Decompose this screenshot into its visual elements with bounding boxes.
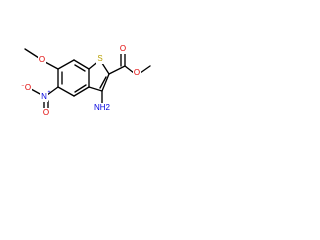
amino-group-label: NH2	[94, 103, 111, 112]
nitro-nitrogen-label: N	[41, 92, 47, 101]
bond	[73, 86, 90, 97]
label-bg	[24, 83, 32, 93]
bond-double	[74, 84, 87, 93]
nitro-oxygen-bottom-label: O	[43, 108, 49, 117]
nitro-oxygen-left-label: O	[25, 83, 31, 92]
bond	[44, 61, 59, 70]
ester-carbonyl-oxygen-label: O	[120, 44, 126, 53]
methoxy-group	[24, 48, 59, 70]
bond-double	[99, 76, 107, 89]
bond	[108, 65, 126, 75]
benzene-ring	[57, 59, 90, 97]
bond	[101, 73, 110, 92]
label-bg	[38, 55, 46, 65]
label-bg	[133, 68, 141, 78]
bond	[124, 65, 135, 74]
nitro-oxygen-left-charge: −	[22, 83, 25, 89]
molecule-structure: S O N + O − O NH2 O O	[22, 44, 151, 118]
bond	[73, 59, 90, 70]
structure-canvas: S O N + O − O NH2 O O	[0, 0, 152, 152]
label-bg	[42, 108, 50, 118]
label-bg	[94, 103, 110, 113]
bond	[57, 86, 75, 97]
bond	[139, 65, 151, 74]
bond	[57, 59, 75, 70]
bond	[88, 86, 103, 92]
ester-oxygen-label: O	[134, 68, 140, 77]
bond	[24, 48, 40, 59]
nitro-nitrogen-charge: +	[48, 89, 51, 95]
sulfur-atom-label: S	[97, 54, 102, 63]
label-bg	[96, 54, 104, 64]
thiophene-ring	[88, 59, 110, 92]
label-bg	[40, 92, 48, 102]
label-bg	[119, 44, 127, 54]
methoxy-oxygen-label: O	[39, 55, 45, 64]
bond-double	[74, 64, 86, 72]
ester-group	[108, 52, 151, 75]
bond	[46, 86, 59, 96]
